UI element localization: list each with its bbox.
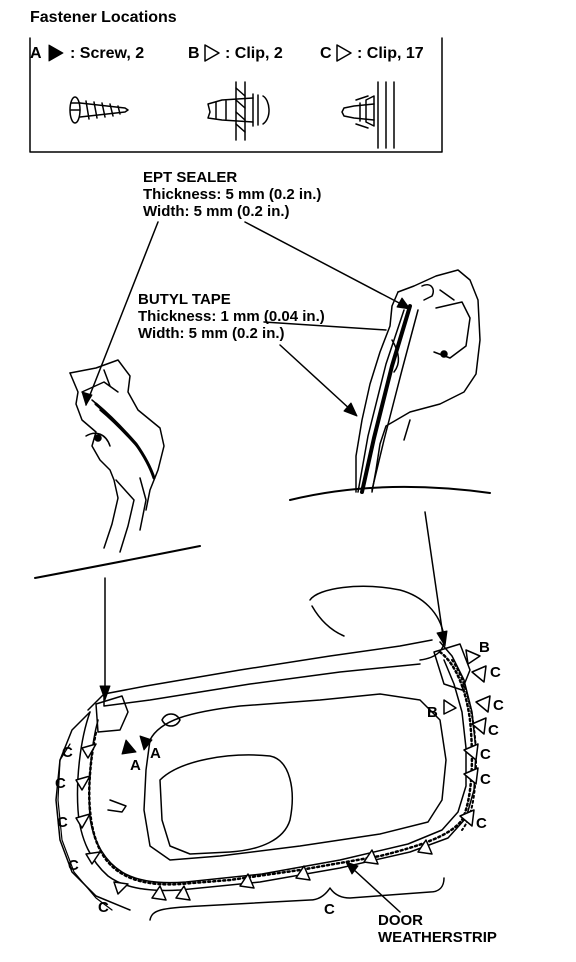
weatherstrip-leader (351, 867, 401, 913)
clip-b-marker-1 (465, 649, 481, 665)
clip-c-marker (471, 717, 487, 735)
door-weatherstrip-label-2: WEATHERSTRIP (378, 929, 497, 946)
ept-sealer-thickness: Thickness: 5 mm (0.2 in.) (143, 186, 322, 203)
clip-c-marker (475, 695, 491, 713)
marker-c-r4: C (480, 746, 491, 763)
legend-title: Fastener Locations (30, 9, 177, 26)
right-detail-illustration (355, 269, 481, 494)
marker-c-l2: C (55, 775, 66, 792)
left-group-bracket (57, 743, 113, 911)
open-triangle-icon (204, 44, 220, 62)
legend-letter-a: A (30, 45, 42, 62)
legend-text-a: : Screw, 2 (70, 45, 145, 62)
ept-sealer-label: EPT SEALER (143, 169, 238, 186)
clip-c-marker (463, 767, 479, 785)
butyl-tape-thickness: Thickness: 1 mm (0.04 in.) (138, 308, 325, 325)
filled-triangle-icon (48, 44, 64, 62)
butyl-tape-label: BUTYL TAPE (138, 291, 231, 308)
clip-icon (341, 81, 395, 149)
clip-c-marker (471, 665, 487, 683)
door-weatherstrip (88, 650, 474, 886)
ept-left-leader (85, 221, 159, 406)
clip-c-marker (295, 865, 311, 881)
clip-c-marker (417, 839, 433, 855)
marker-c-l3: C (57, 814, 68, 831)
butyl-tape-width: Width: 5 mm (0.2 in.) (138, 325, 285, 342)
clip-c-marker (113, 881, 129, 895)
marker-c-l1: C (62, 744, 73, 761)
clip-c-marker (363, 849, 379, 865)
marker-c-r6: C (476, 815, 487, 832)
ept-sealer-width: Width: 5 mm (0.2 in.) (143, 203, 290, 220)
latch-bracket (433, 643, 471, 691)
right-detail-arrow (424, 511, 444, 637)
door-weatherstrip-label-1: DOOR (378, 912, 423, 929)
left-detail-illustration (69, 359, 165, 553)
marker-b-1: B (479, 639, 490, 656)
butyl-leader (279, 344, 353, 412)
clip-c-marker (463, 743, 479, 761)
screw-marker-1 (121, 739, 137, 755)
clip-c-marker (75, 775, 91, 791)
marker-a-1: A (130, 757, 141, 774)
open-triangle-icon (336, 44, 352, 62)
marker-a-2: A (150, 745, 161, 762)
marker-c-l5: C (98, 899, 109, 916)
clip-b-marker-2 (443, 699, 457, 715)
screw-icon (69, 96, 129, 124)
door-panel (55, 585, 477, 911)
right-detail-arc (289, 485, 491, 501)
clip-c-marker (81, 743, 97, 759)
clip-c-marker (85, 851, 101, 865)
marker-c-r3: C (488, 722, 499, 739)
push-clip-icon (207, 81, 270, 141)
legend-letter-b: B (188, 45, 200, 62)
clip-c-marker (75, 813, 91, 829)
left-detail-arc (34, 545, 201, 579)
marker-c-l4: C (68, 857, 79, 874)
butyl-upper-leader (263, 321, 387, 331)
marker-c-bottom: C (324, 901, 335, 918)
marker-c-r1: C (490, 664, 501, 681)
clip-c-marker (239, 873, 255, 889)
legend-letter-c: C (320, 45, 332, 62)
legend-text-c: : Clip, 17 (357, 45, 424, 62)
screw-marker-2 (139, 735, 153, 751)
marker-c-r2: C (493, 697, 504, 714)
bottom-group-brace (149, 877, 445, 921)
clip-c-marker (175, 885, 191, 901)
hinge-bracket (95, 695, 129, 733)
ept-right-leader (244, 221, 404, 306)
legend-box (29, 37, 443, 153)
marker-c-r5: C (480, 771, 491, 788)
clip-c-marker (151, 885, 167, 901)
clip-c-marker (459, 809, 475, 827)
legend-text-b: : Clip, 2 (225, 45, 283, 62)
